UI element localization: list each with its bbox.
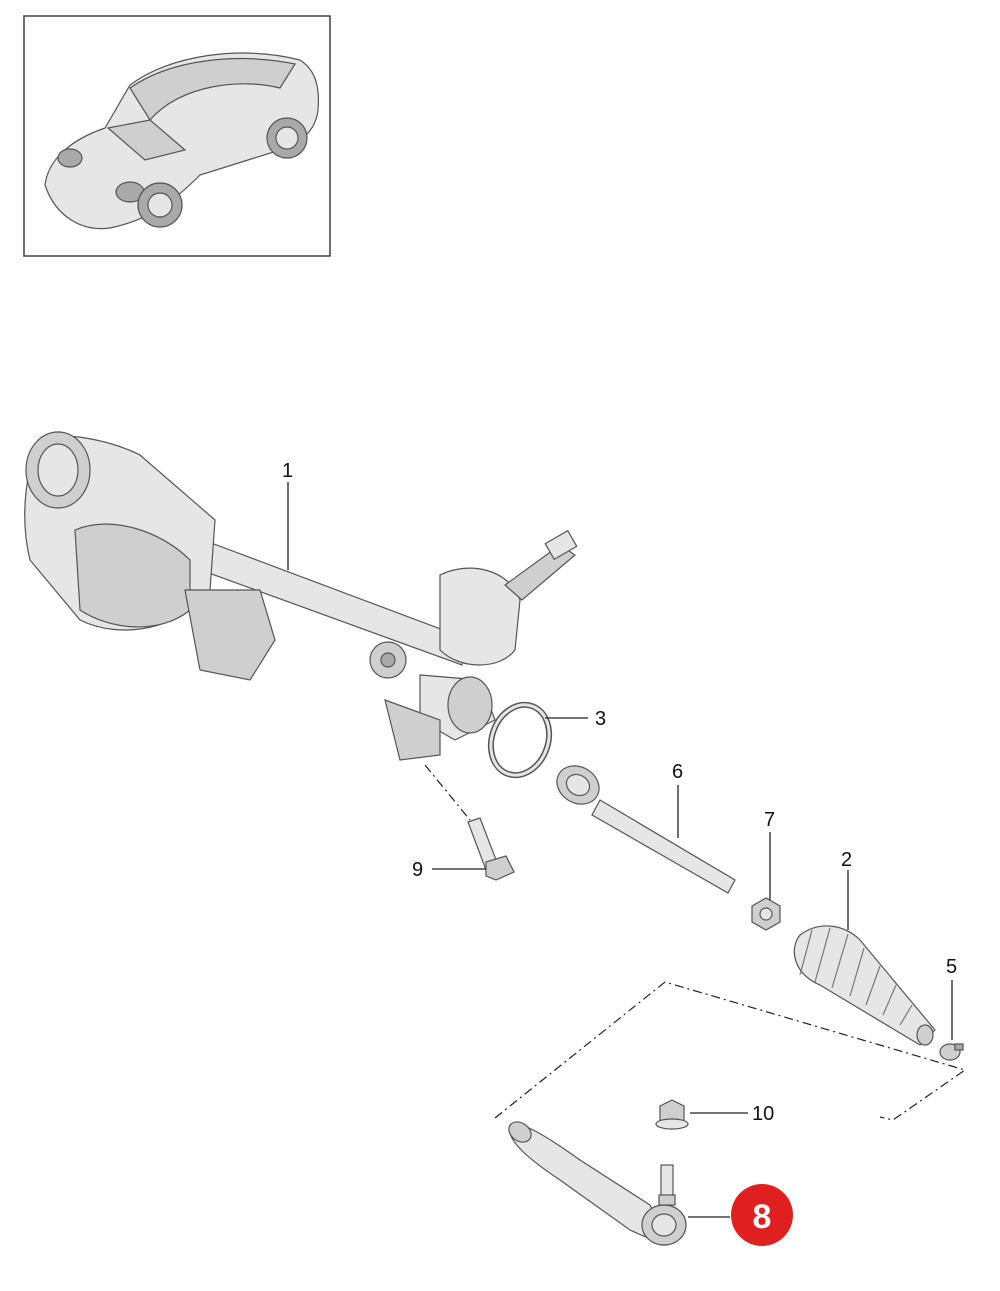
- callout-2[interactable]: 2: [841, 849, 852, 871]
- callout-6[interactable]: 6: [672, 761, 683, 783]
- callout-5[interactable]: 5: [946, 956, 957, 978]
- callout-7[interactable]: 7: [764, 809, 775, 831]
- callout-3[interactable]: 3: [595, 708, 606, 730]
- steering-gear-rack[interactable]: [24, 431, 578, 761]
- highlight-label: 8: [753, 1198, 772, 1236]
- callout-10[interactable]: 10: [752, 1103, 774, 1125]
- o-ring[interactable]: [481, 697, 558, 784]
- callout-1[interactable]: 1: [282, 460, 293, 482]
- car-coupe-icon: [44, 52, 320, 230]
- boot-clamp[interactable]: [939, 1043, 964, 1061]
- hex-nut[interactable]: [751, 897, 781, 931]
- bellows-boot[interactable]: [793, 925, 936, 1046]
- assembly-bracket-lines: [424, 764, 967, 1121]
- leader-lines: [287, 482, 953, 1218]
- highlight-callout-8[interactable]: 8: [731, 1184, 793, 1246]
- callout-9[interactable]: 9: [412, 859, 423, 881]
- highlight-circle: [731, 1184, 793, 1246]
- tie-rod-end[interactable]: [505, 1118, 687, 1246]
- callout-labels: 1 2 3 5 6 7 9 10: [282, 460, 957, 1125]
- vehicle-thumbnail[interactable]: [23, 15, 331, 257]
- mounting-bolt[interactable]: [467, 817, 515, 881]
- flange-nut[interactable]: [655, 1099, 689, 1130]
- inner-tie-rod[interactable]: [550, 758, 736, 894]
